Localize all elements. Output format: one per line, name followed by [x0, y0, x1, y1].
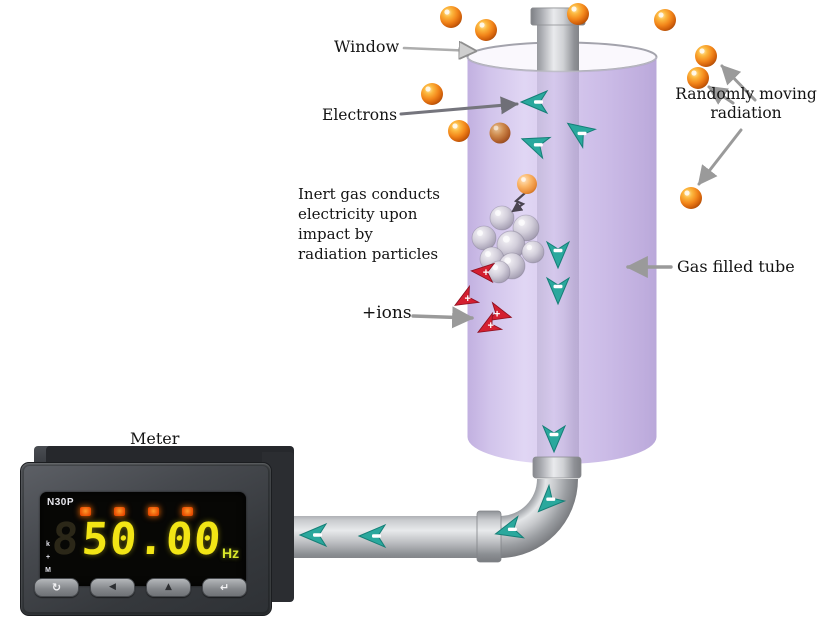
ions-label: +ions [362, 303, 412, 323]
inert-gas-line4: radiation particles [298, 245, 439, 263]
led-indicator [80, 507, 91, 516]
radiation-particle [517, 174, 537, 194]
radiation-particle [489, 122, 511, 144]
gas-molecule [471, 225, 497, 251]
display-unit: Hz [222, 545, 240, 561]
display-reading: 50.00 [80, 514, 224, 565]
enter-button[interactable]: ↵ [202, 578, 247, 597]
random-line1: Randomly moving [675, 85, 817, 103]
label-arrows [399, 48, 757, 329]
impact-lightning-bolt [511, 192, 526, 213]
inert-gas-line1: Inert gas conducts [298, 185, 440, 203]
tube-body [467, 57, 657, 464]
radiation-particle [448, 120, 470, 142]
electrons-label: Electrons [322, 106, 398, 124]
pipe-coupling [476, 510, 502, 563]
gas-molecule [521, 240, 545, 264]
scale-m: M [45, 567, 51, 574]
svg-text:+: + [494, 308, 500, 320]
radiation-arrow-2 [707, 85, 735, 105]
pipe-elbow [500, 479, 578, 558]
svg-text:+: + [465, 293, 471, 305]
radiation-particle [475, 19, 497, 41]
radiation-arrow-1 [720, 64, 757, 102]
inert-gas-line3: impact by [298, 225, 373, 243]
scale-k: k [46, 541, 50, 548]
ions-arrow [411, 306, 475, 329]
window-arrow [402, 48, 475, 51]
radiation-particle [654, 9, 676, 31]
gas-filled-tube-label: Gas filled tube [677, 257, 795, 276]
led-indicator [148, 507, 159, 516]
svg-text:+: + [488, 320, 494, 332]
radiation-particle [680, 187, 702, 209]
rod-coupling [532, 456, 582, 479]
gas-filled-tube [466, 7, 658, 464]
meter-display: N30P 8 50.00 Hz k + M [40, 492, 246, 586]
radiation-particle [567, 3, 589, 25]
led-indicator [114, 507, 125, 516]
up-button[interactable]: ▲ [146, 578, 191, 597]
charge-arrows: ++++ [299, 90, 596, 548]
meter-label: Meter [130, 429, 180, 448]
scale-mid: + [45, 554, 51, 561]
svg-text:+: + [483, 267, 489, 279]
led-indicator-row [80, 507, 193, 516]
radiation-particle [695, 45, 717, 67]
display-ghost-digit: 8 [50, 514, 81, 565]
cycle-button[interactable]: ↻ [34, 578, 79, 597]
radiation-arrow-3 [697, 128, 743, 186]
scale-indicators: k + M [43, 538, 53, 577]
random-line2: radiation [710, 104, 782, 122]
gas-molecule [489, 205, 515, 231]
inert-gas-label: Inert gas conducts electricity upon impa… [298, 184, 440, 264]
inert-gas-line2: electricity upon [298, 205, 418, 223]
connecting-pipe [283, 456, 582, 563]
window-label: Window [334, 37, 400, 56]
meter-button-row: ↻ ◀ ▲ ↵ [34, 578, 247, 597]
left-button[interactable]: ◀ [90, 578, 135, 597]
randomly-moving-radiation-label: Randomly moving radiation [668, 85, 823, 123]
electrons-arrow [399, 96, 519, 116]
meter-model: N30P [47, 497, 75, 508]
led-indicator [182, 507, 193, 516]
radiation-particle [440, 6, 462, 28]
radiation-particle [421, 83, 443, 105]
